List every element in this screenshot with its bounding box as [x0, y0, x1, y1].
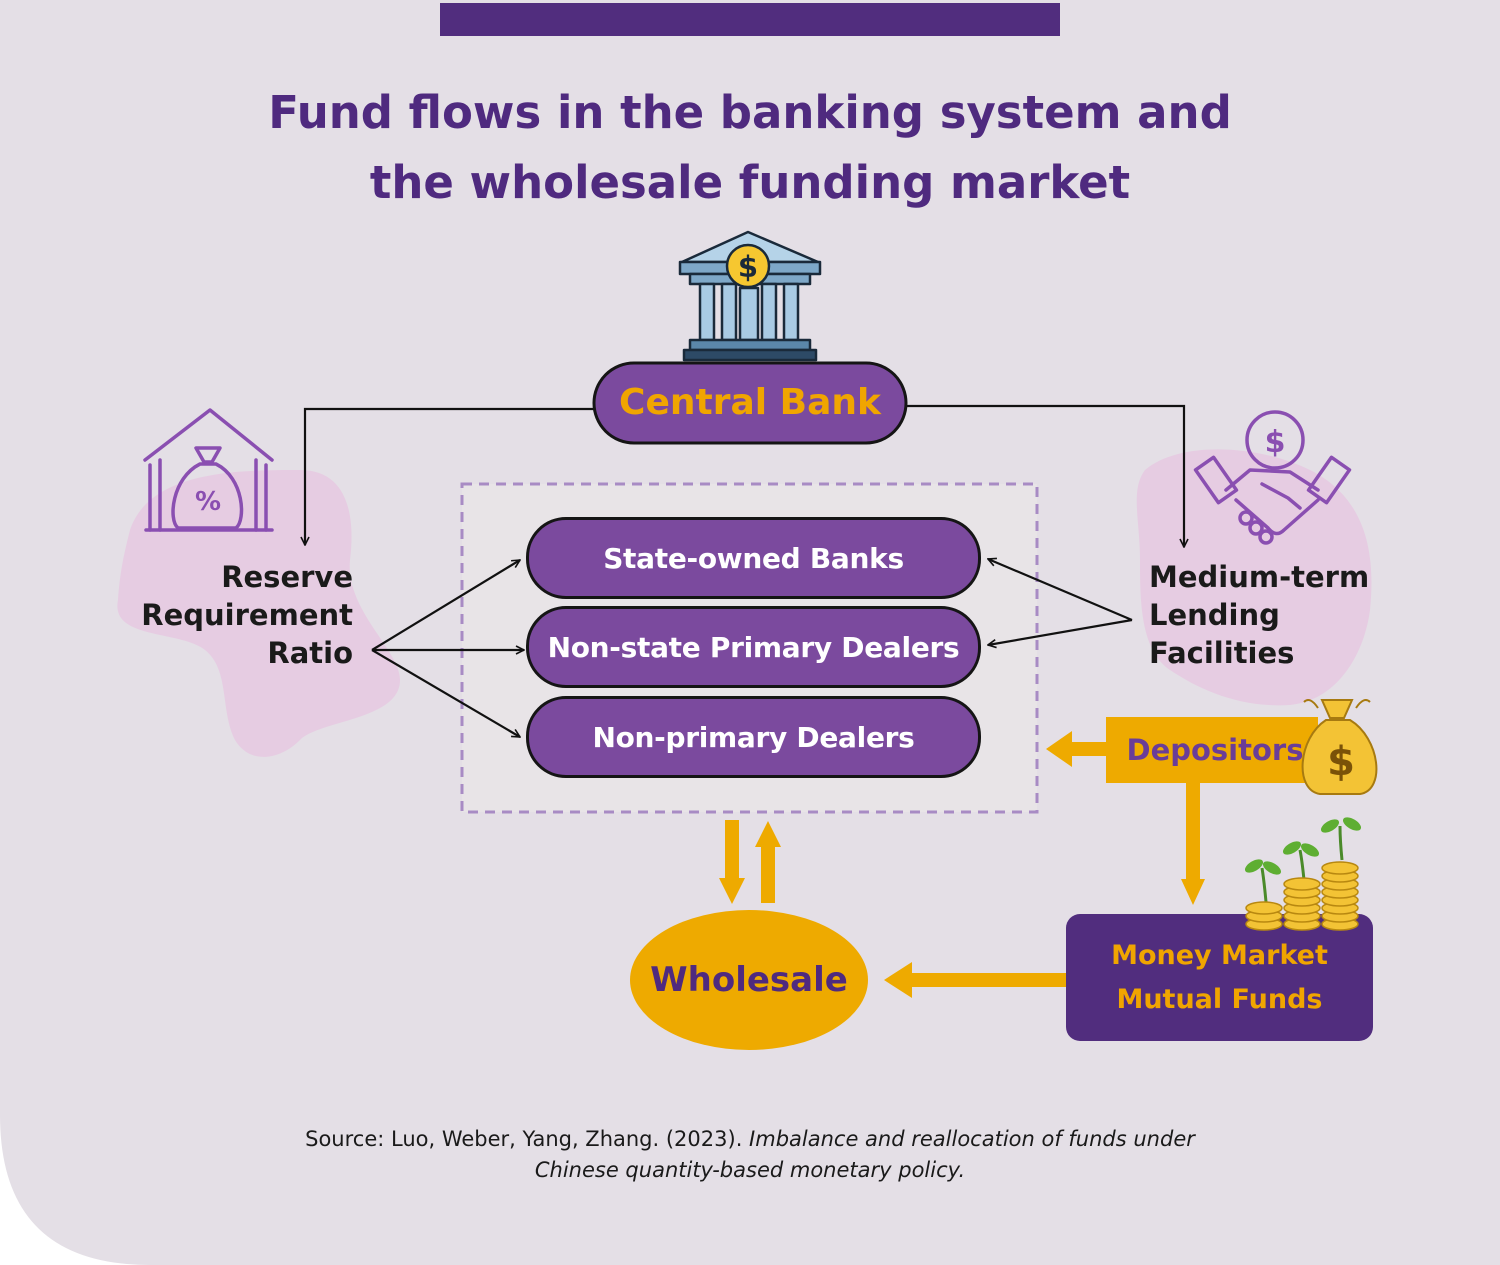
cb-to-lending-line [902, 404, 1184, 547]
non-state-primary-dealers-pill: Non-state Primary Dealers [526, 606, 981, 688]
mmf-line-1: Money Market [1111, 940, 1328, 971]
cb-to-reserve-line [305, 407, 598, 545]
mmf-to-wholesale-arrow [884, 962, 1066, 998]
mlf-line-2: Lending [1149, 598, 1280, 632]
mlf-line-1: Medium-term [1149, 560, 1370, 594]
wholesale-to-banks-arrow [755, 821, 781, 903]
banks-to-wholesale-arrow [719, 820, 745, 904]
top-accent-bar [440, 3, 1060, 36]
svg-text:$: $ [738, 250, 758, 284]
coin-stacks-sprouts-icon [1244, 817, 1362, 931]
handshake-dollar-icon: $ [1193, 410, 1352, 545]
money-bag-icon: $ [1301, 699, 1378, 795]
source-citation: Source: Luo, Weber, Yang, Zhang. (2023).… [200, 1124, 1300, 1186]
central-bank-pill [592, 361, 908, 445]
rrr-line-2: Requirement [141, 598, 353, 632]
lending-blob [1136, 449, 1372, 706]
wholesale-ellipse [630, 910, 868, 1050]
medium-term-lending-facilities-label: Medium-term Lending Facilities [1149, 558, 1409, 672]
rrr-arrow-nonprimary [371, 649, 520, 738]
central-bank-label: Central Bank [619, 382, 881, 423]
mlf-arrow-state [988, 559, 1133, 622]
depositors-label: Depositors [1126, 733, 1304, 767]
mmf-label: Money Market Mutual Funds [1066, 934, 1373, 1022]
source-title-line-2: Chinese quantity-based monetary policy. [534, 1158, 966, 1182]
diagram-title: Fund flows in the banking system and the… [200, 78, 1300, 218]
house-money-bag-icon: % [143, 408, 274, 532]
reserve-blob [117, 470, 400, 757]
rrr-line-3: Ratio [267, 636, 353, 670]
svg-text:%: % [195, 487, 221, 517]
title-line-1: Fund flows in the banking system and [268, 86, 1232, 139]
wholesale-label: Wholesale [650, 960, 848, 1000]
mlf-line-3: Facilities [1149, 636, 1295, 670]
state-owned-banks-pill: State-owned Banks [526, 517, 981, 599]
svg-text:$: $ [1265, 425, 1286, 460]
title-line-2: the wholesale funding market [369, 156, 1131, 209]
depositors-box [1106, 717, 1318, 783]
mlf-arrow-nonstate [988, 618, 1133, 645]
rrr-line-1: Reserve [221, 560, 353, 594]
source-title-line-1: Imbalance and reallocation of funds unde… [749, 1127, 1195, 1151]
source-prefix: Source: Luo, Weber, Yang, Zhang. (2023). [305, 1127, 750, 1151]
central-bank-building-icon: $ [678, 230, 822, 362]
rrr-arrow-state [371, 559, 520, 651]
svg-text:$: $ [1327, 739, 1355, 785]
depositors-to-banks-arrow [1046, 731, 1108, 767]
mmf-box [1066, 914, 1373, 1041]
reserve-requirement-ratio-label: Reserve Requirement Ratio [95, 558, 353, 672]
mmf-line-2: Mutual Funds [1116, 984, 1323, 1015]
depositors-to-mmf-arrow [1181, 780, 1205, 905]
non-primary-dealers-pill: Non-primary Dealers [526, 696, 981, 778]
